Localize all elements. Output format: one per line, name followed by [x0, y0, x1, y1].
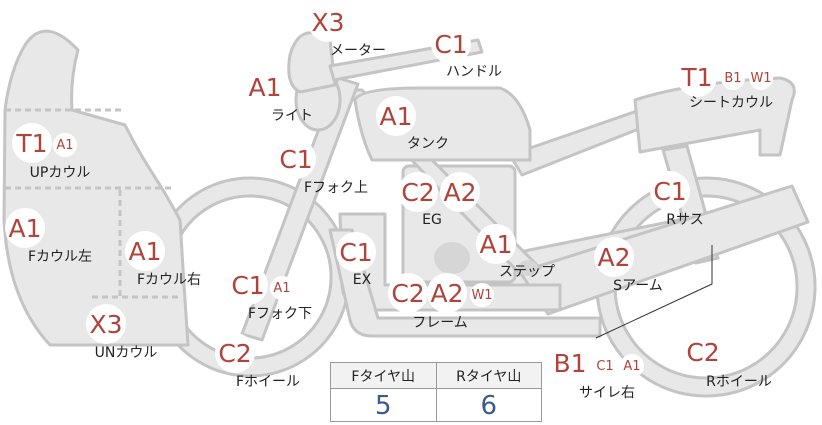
- seatcowl-badge-2: B1: [721, 66, 745, 90]
- ffork-lower-badge-2: A1: [270, 276, 294, 300]
- eg-badge-2: A2: [440, 172, 480, 212]
- light-badge: A1: [245, 67, 285, 107]
- upcowl-badge-2: A1: [53, 133, 77, 157]
- rwheel-label: Rホイール: [706, 374, 772, 390]
- handle-badge: C1: [431, 24, 471, 64]
- meter-label: メーター: [330, 43, 386, 59]
- frame-label: フレーム: [412, 315, 468, 331]
- front-fork-shape: [240, 76, 360, 342]
- tire-table-header: Fタイヤ山 Rタイヤ山: [331, 363, 541, 389]
- engine-cover-shape: [434, 242, 470, 274]
- fcowl-right-badge: A1: [125, 231, 165, 271]
- exhaust-shape: [328, 228, 602, 338]
- tire-tread-table: Fタイヤ山 Rタイヤ山 5 6: [330, 362, 542, 422]
- tank-badge: A1: [376, 96, 416, 136]
- silencer-leader-line: [595, 245, 713, 339]
- ffork-upper-label: Fフォク上: [303, 180, 369, 196]
- seatcowl-badge-1: T1: [677, 57, 717, 97]
- rwheel-badge: C2: [683, 332, 723, 372]
- step-label: ステップ: [499, 264, 555, 280]
- upcowl-badge-1: T1: [12, 123, 52, 163]
- fcowl-left-badge: A1: [5, 208, 45, 248]
- seat-cowl-shape: [633, 76, 796, 157]
- fwheel-badge: C2: [215, 333, 255, 373]
- frame-badge-3: W1: [470, 283, 494, 307]
- ex-label: EX: [352, 272, 372, 288]
- rear-tire-value: 6: [435, 389, 542, 422]
- fwheel-label: Fホイール: [235, 374, 301, 390]
- handle-label: ハンドル: [446, 64, 502, 80]
- rsus-label: Rサス: [666, 212, 704, 228]
- front-tire-header: Fタイヤ山: [351, 368, 416, 385]
- ffork-lower-label: Fフォク下: [247, 306, 313, 322]
- rear-tire-header: Rタイヤ山: [435, 363, 542, 388]
- silencer-right-badge-3: A1: [620, 354, 644, 378]
- frame-badge-1: C2: [388, 273, 428, 313]
- upcowl-label: UPカウル: [29, 165, 91, 181]
- fcowl-left-label: Fカウル左: [27, 249, 93, 265]
- meter-badge: X3: [308, 2, 348, 42]
- step-badge: A1: [476, 224, 516, 264]
- front-tire-value: 5: [374, 390, 392, 421]
- eg-badge-1: C2: [398, 172, 438, 212]
- eg-label: EG: [422, 212, 442, 228]
- seatcowl-badge-3: W1: [749, 66, 773, 90]
- ffork-lower-badge-1: C1: [228, 265, 268, 305]
- silencer-right-label: サイレ右: [579, 385, 635, 401]
- frame-badge-2: A2: [427, 273, 467, 313]
- uncowl-label: UNカウル: [94, 345, 158, 361]
- ffork-upper-badge: C1: [276, 139, 316, 179]
- sarm-badge: A2: [594, 237, 634, 277]
- ex-badge: C1: [336, 232, 376, 272]
- tire-table-values: 5 6: [331, 389, 541, 422]
- silencer-right-badge-1: B1: [550, 343, 590, 383]
- light-label: ライト: [271, 108, 313, 124]
- meter-shape: [287, 31, 337, 94]
- sarm-label: Sアーム: [613, 278, 663, 294]
- fcowl-right-label: Fカウル右: [136, 272, 202, 288]
- step-peg-shape: [518, 260, 538, 276]
- uncowl-badge: X3: [86, 304, 126, 344]
- silencer-right-badge-2: C1: [593, 354, 617, 378]
- rsus-badge: C1: [650, 171, 690, 211]
- tank-label: タンク: [407, 136, 449, 152]
- seatcowl-label: シートカウル: [689, 95, 773, 111]
